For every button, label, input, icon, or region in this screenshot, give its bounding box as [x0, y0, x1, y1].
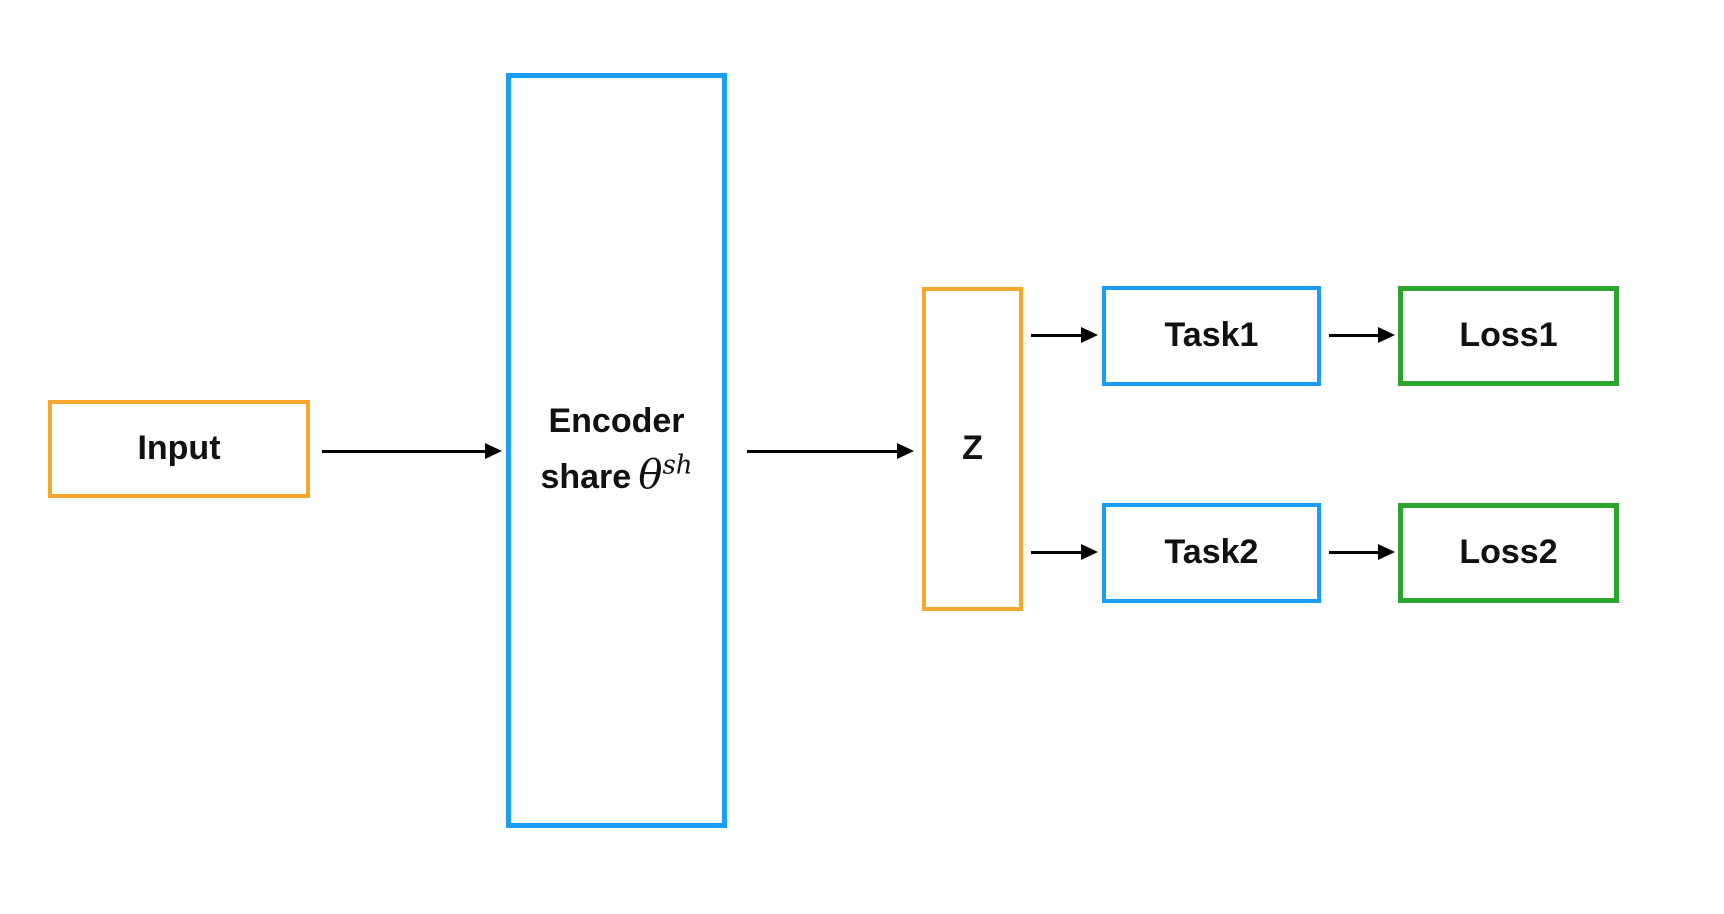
arrow-z-to-task1 [1031, 327, 1098, 343]
arrow-shaft [322, 449, 489, 453]
arrow-input-to-encoder [322, 443, 502, 459]
arrowhead-icon [485, 443, 502, 459]
arrow-shaft [1031, 550, 1085, 554]
arrow-encoder-to-z [747, 443, 914, 459]
encoder-share-text: share [540, 458, 632, 497]
arrowhead-icon [1081, 327, 1098, 343]
node-input-label: Input [137, 429, 221, 468]
node-loss2: Loss2 [1398, 503, 1619, 603]
arrowhead-icon [1081, 544, 1098, 560]
node-loss1: Loss1 [1398, 286, 1619, 386]
arrowhead-icon [897, 443, 914, 459]
node-task1-label: Task1 [1164, 316, 1259, 355]
arrow-shaft [1329, 333, 1382, 337]
node-loss1-label: Loss1 [1459, 316, 1558, 355]
arrow-shaft [1031, 333, 1085, 337]
theta-sh-symbol: θsh [638, 450, 693, 499]
node-task2-label: Task2 [1164, 533, 1259, 572]
arrow-task1-to-loss1 [1329, 327, 1395, 343]
arrowhead-icon [1378, 327, 1395, 343]
node-input: Input [48, 400, 310, 498]
node-loss2-label: Loss2 [1459, 533, 1558, 572]
arrow-shaft [1329, 550, 1382, 554]
node-task1: Task1 [1102, 286, 1321, 386]
arrow-shaft [747, 449, 901, 453]
arrow-task2-to-loss2 [1329, 544, 1395, 560]
node-z-label: Z [962, 429, 983, 468]
arrow-z-to-task2 [1031, 544, 1098, 560]
encoder-label-line1: Encoder [548, 401, 685, 440]
node-task2: Task2 [1102, 503, 1321, 603]
node-z: Z [922, 287, 1023, 611]
arrowhead-icon [1378, 544, 1395, 560]
